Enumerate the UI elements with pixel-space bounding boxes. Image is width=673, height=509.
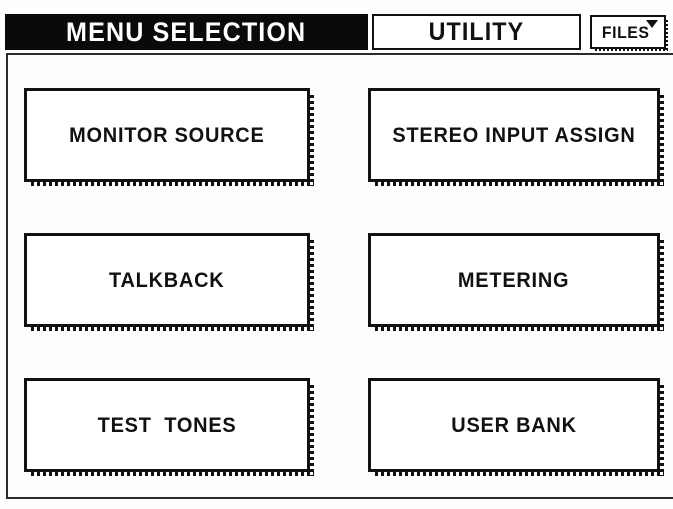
menu-button-test-tones[interactable]: TEST TONES [24, 378, 314, 476]
menu-button-label: MONITOR SOURCE [69, 123, 265, 147]
menu-button-talkback[interactable]: TALKBACK [24, 233, 314, 331]
button-shadow-bottom [375, 471, 664, 476]
chevron-down-icon [646, 20, 658, 28]
tab-utility[interactable]: UTILITY [372, 14, 581, 50]
button-shadow-bottom [31, 326, 314, 331]
button-shadow-right [309, 240, 314, 331]
button-shadow-bottom [375, 326, 664, 331]
menu-button-metering[interactable]: METERING [368, 233, 664, 331]
menu-button-label: TEST TONES [97, 413, 237, 437]
menu-button-label: USER BANK [451, 413, 577, 437]
tab-files-shadow-right [665, 20, 668, 51]
menu-button-label: METERING [458, 268, 570, 292]
tab-files-shadow-bottom [595, 48, 668, 51]
button-shadow-bottom [375, 181, 664, 186]
menu-button-user-bank[interactable]: USER BANK [368, 378, 664, 476]
menu-button-stereo-input-assign[interactable]: STEREO INPUT ASSIGN [368, 88, 664, 186]
menu-button-label: TALKBACK [109, 268, 225, 292]
button-shadow-bottom [31, 471, 314, 476]
button-shadow-right [659, 240, 664, 331]
tab-files-label: FILES [602, 22, 650, 42]
tab-utility-label: UTILITY [428, 17, 525, 46]
button-shadow-right [659, 95, 664, 186]
page-title: MENU SELECTION [66, 16, 307, 47]
button-shadow-right [309, 385, 314, 476]
tab-files[interactable]: FILES [590, 15, 668, 51]
menu-button-label: STEREO INPUT ASSIGN [392, 123, 636, 147]
button-shadow-bottom [31, 181, 314, 186]
menu-button-monitor-source[interactable]: MONITOR SOURCE [24, 88, 314, 186]
button-shadow-right [309, 95, 314, 186]
button-shadow-right [659, 385, 664, 476]
page-title-bar: MENU SELECTION [5, 14, 368, 50]
